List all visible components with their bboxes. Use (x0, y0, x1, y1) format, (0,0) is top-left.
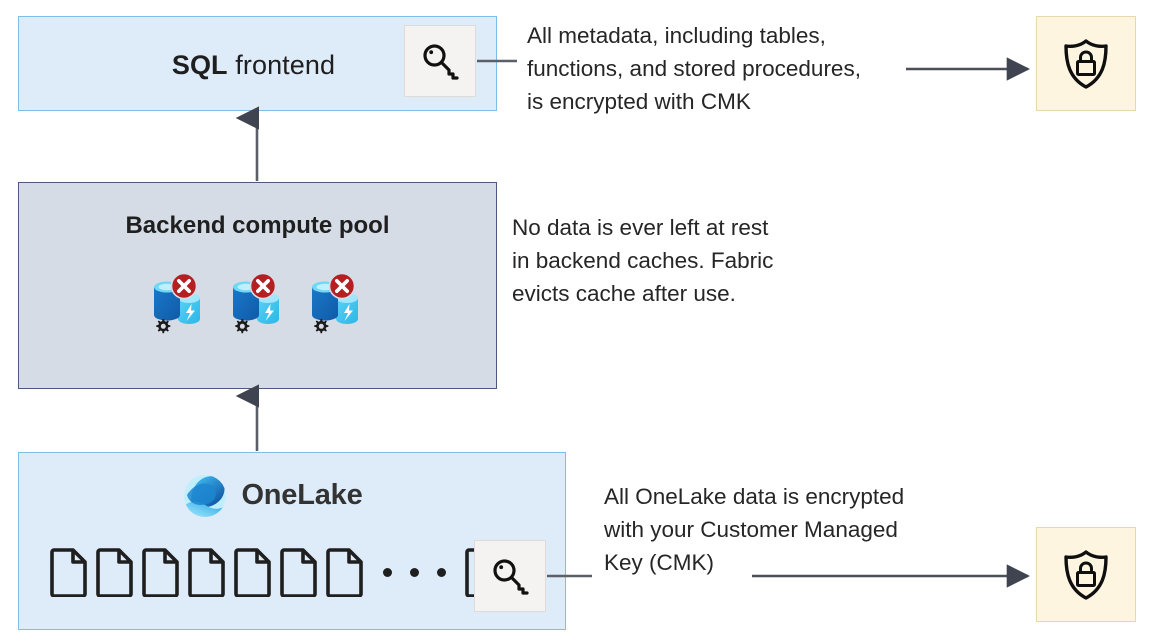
onelake-label: OneLake (241, 478, 363, 511)
sql-frontend-title: SQL frontend (19, 49, 496, 81)
shield-lock-icon (1064, 549, 1108, 600)
ellipsis-dots (383, 567, 446, 577)
key-icon (423, 44, 459, 80)
file-icon (188, 548, 225, 597)
annotation-no-data-at-rest: No data is ever left at rest in backend … (512, 215, 774, 306)
sql-key-badge[interactable] (404, 25, 476, 97)
file-icon (96, 548, 133, 597)
cache-disabled-icon (153, 272, 200, 334)
file-icon (142, 548, 179, 597)
backend-compute-pool-title: Backend compute pool (125, 212, 390, 239)
cache-icon-row (19, 271, 496, 337)
file-icon (50, 548, 87, 597)
backend-compute-pool-box: Backend compute pool (18, 182, 497, 389)
sql-frontend-title-strong: SQL (171, 50, 228, 80)
cache-disabled-icon (232, 272, 279, 334)
cache-disabled-icon (311, 272, 358, 334)
onelake-logo-icon (184, 475, 227, 517)
key-icon (493, 559, 529, 595)
shield-lock-icon (1064, 38, 1108, 89)
dot (383, 567, 392, 577)
sql-frontend-title-light: frontend (227, 50, 336, 80)
key-vault-bottom-box (1036, 527, 1136, 622)
annotation-metadata-cmk: All metadata, including tables, function… (527, 23, 861, 114)
file-icon (280, 548, 317, 597)
file-icon (234, 548, 271, 597)
key-vault-top-box (1036, 16, 1136, 111)
onelake-key-badge[interactable] (474, 540, 546, 612)
file-icon (326, 548, 363, 597)
dot (410, 567, 419, 577)
annotation-onelake-cmk: All OneLake data is encrypted with your … (604, 484, 905, 575)
onelake-branding: OneLake (19, 471, 565, 519)
dot (437, 567, 446, 577)
